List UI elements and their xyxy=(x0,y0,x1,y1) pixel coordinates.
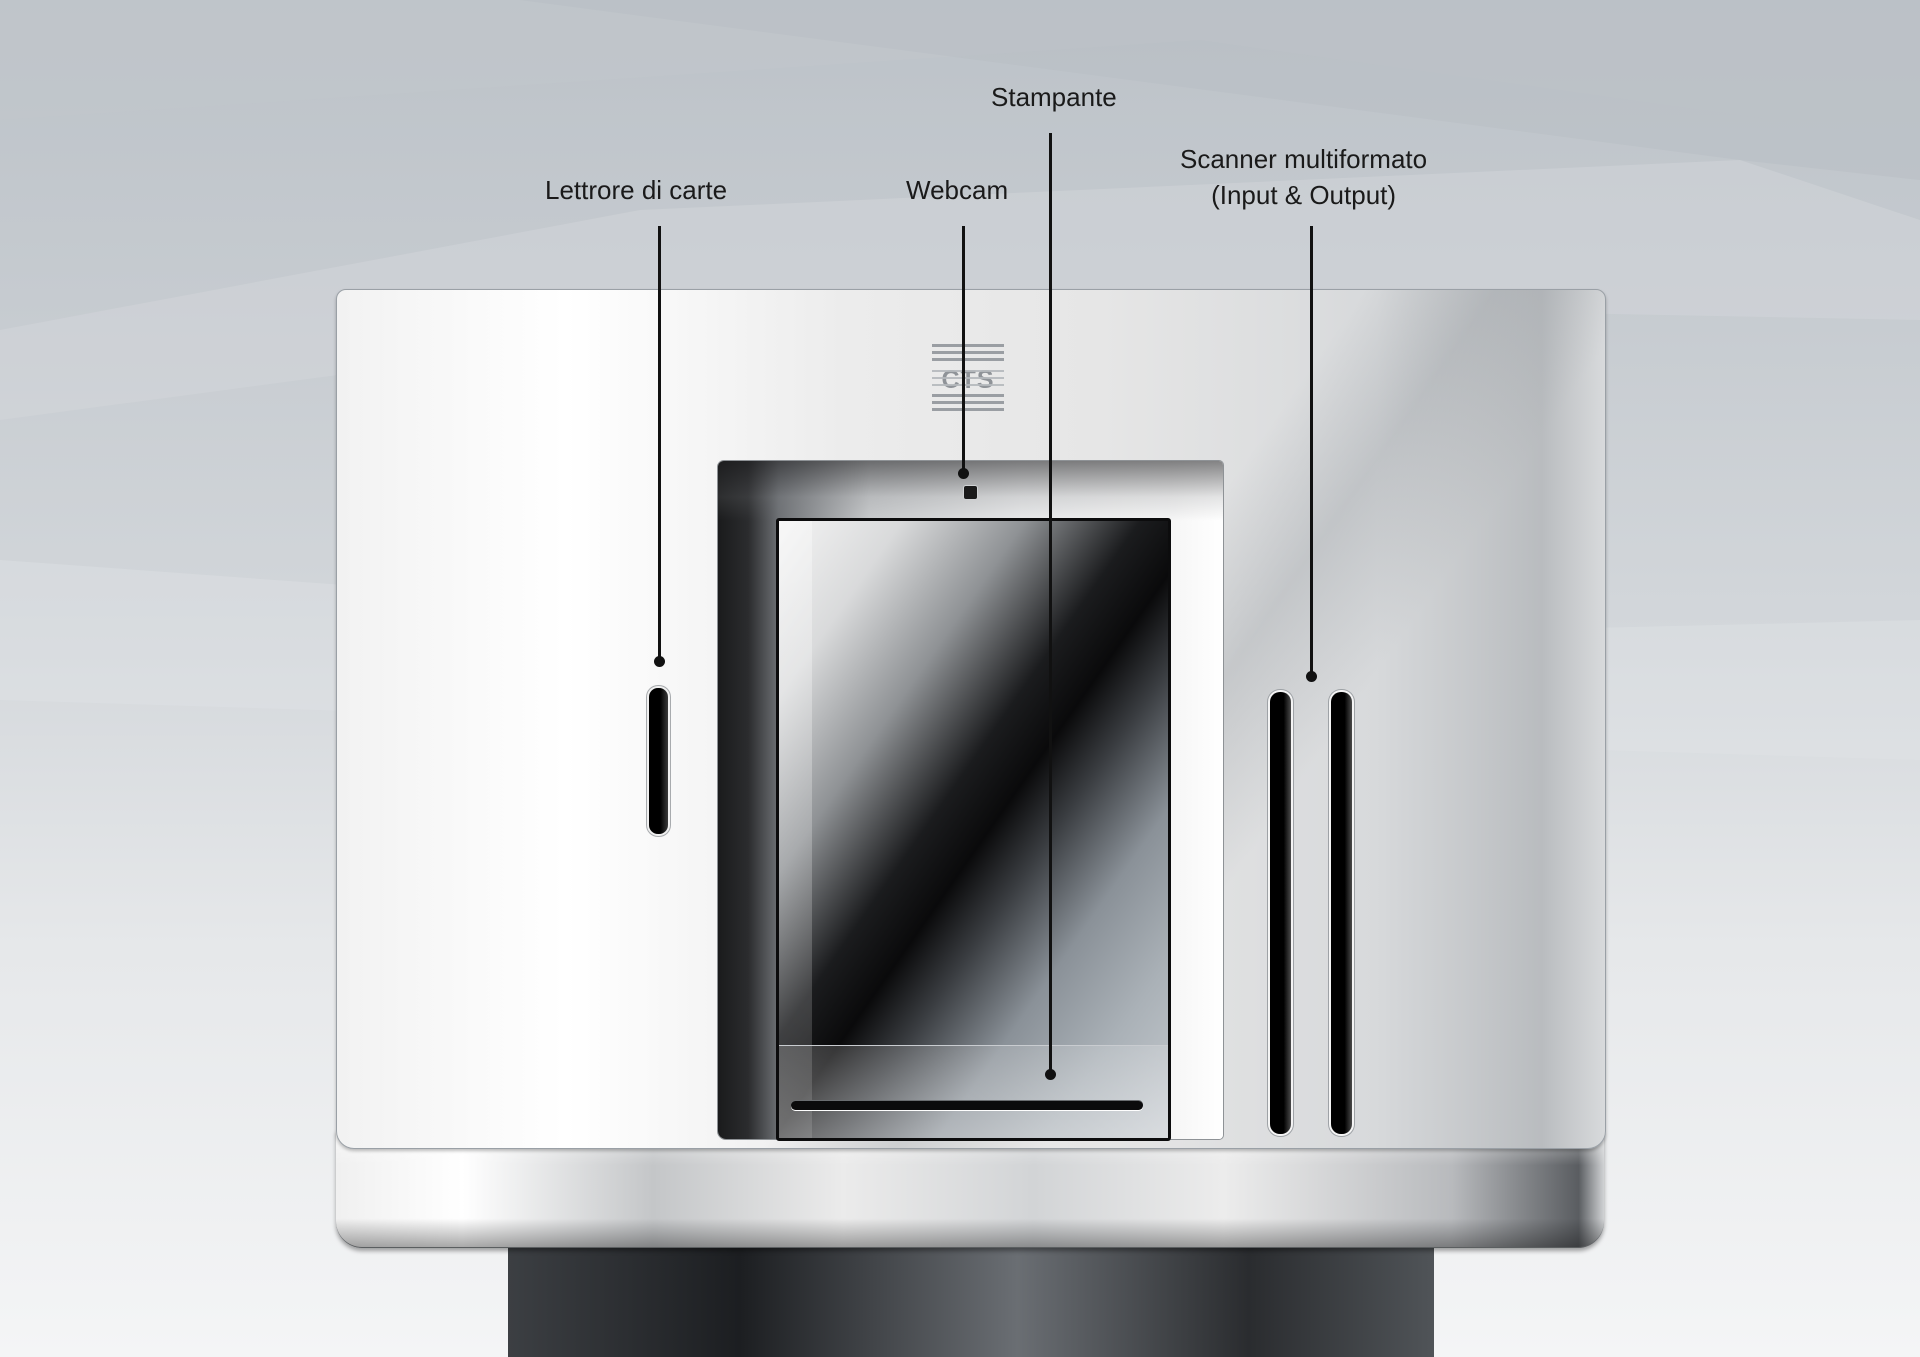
printer-slot xyxy=(791,1101,1143,1110)
kiosk-pedestal xyxy=(508,1248,1434,1357)
cts-logo: CTS xyxy=(932,344,1004,411)
label-printer: Stampante xyxy=(991,82,1117,112)
leader-card-reader xyxy=(658,226,661,662)
leader-webcam xyxy=(962,226,965,472)
screen-edge-highlight xyxy=(779,521,812,1138)
kiosk-base-shade xyxy=(336,1130,1604,1248)
printer-tray xyxy=(779,1045,1168,1138)
leader-dot-webcam xyxy=(958,468,969,479)
leader-scanner xyxy=(1310,226,1313,676)
label-webcam: Webcam xyxy=(906,175,1009,205)
scanner-slot-right xyxy=(1331,692,1352,1134)
label-card-reader: Lettrore di carte xyxy=(545,175,728,205)
label-scanner-line2: (Input & Output) xyxy=(1211,180,1397,210)
webcam-icon xyxy=(964,486,977,499)
leader-printer xyxy=(1049,133,1052,1075)
card-reader-slot xyxy=(649,688,668,834)
leader-dot-printer xyxy=(1045,1069,1056,1080)
leader-dot-scanner xyxy=(1306,671,1317,682)
label-scanner: Scanner multiformato (Input & Output) xyxy=(1180,141,1427,213)
scanner-slot-left xyxy=(1270,692,1291,1134)
label-scanner-line1: Scanner multiformato xyxy=(1180,144,1428,174)
leader-dot-card-reader xyxy=(654,656,665,667)
touchscreen[interactable] xyxy=(776,518,1171,1141)
